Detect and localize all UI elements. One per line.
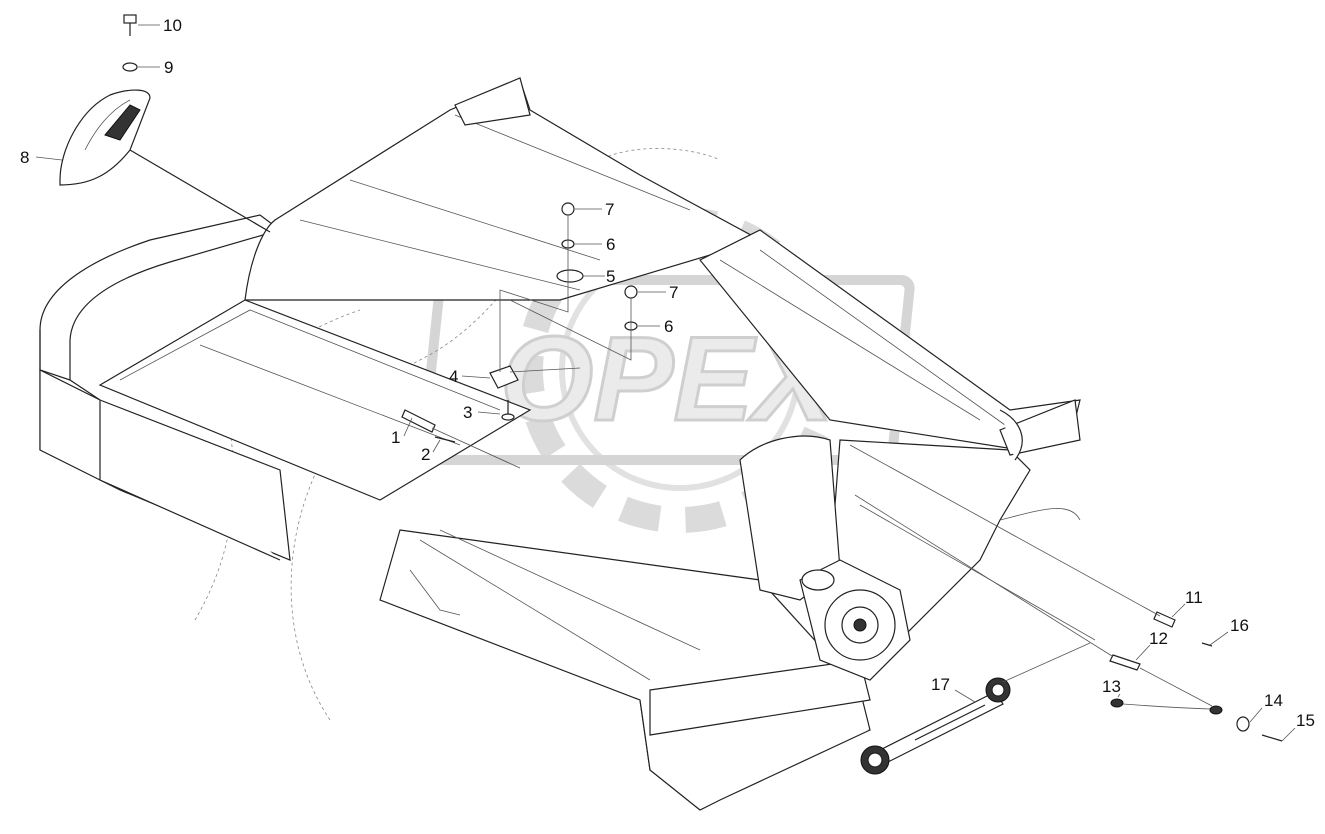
part-2-clip (434, 436, 456, 443)
part-7b-nut (624, 285, 638, 299)
callout-3: 3 (463, 403, 472, 422)
callout-9: 9 (164, 58, 173, 77)
part-10-bolt (123, 14, 137, 36)
callout-10: 10 (163, 16, 182, 35)
callout-16: 16 (1230, 616, 1249, 635)
part-4-bracket (489, 365, 519, 389)
callouts: 1 2 3 4 5 6 6 7 7 8 9 10 11 12 13 14 15 … (20, 16, 1315, 730)
callout-12: 12 (1149, 629, 1168, 648)
part-14-washer (1236, 716, 1250, 732)
callout-11: 11 (1185, 588, 1203, 607)
gearbox (799, 559, 911, 681)
callout-6b: 6 (664, 317, 673, 336)
callout-7a: 7 (605, 200, 614, 219)
callout-7b: 7 (669, 283, 678, 302)
callout-5: 5 (606, 267, 615, 286)
part-5-washer (556, 269, 584, 283)
callout-13: 13 (1102, 677, 1121, 696)
part-8-cover (59, 89, 151, 186)
callout-14: 14 (1264, 691, 1283, 710)
part-16-clip (1201, 642, 1213, 647)
callout-1: 1 (391, 428, 400, 447)
machine-housing (39, 77, 1081, 811)
part-17-cylinder (860, 677, 1011, 775)
part-1-pin (401, 409, 436, 433)
callout-15: 15 (1296, 711, 1315, 730)
part-15-pin (1261, 734, 1283, 742)
callout-8: 8 (20, 148, 29, 167)
callout-2: 2 (421, 445, 430, 464)
callout-4: 4 (449, 367, 458, 386)
parts (59, 14, 1283, 775)
callout-17: 17 (931, 675, 950, 694)
part-3-bolt (501, 400, 515, 421)
leader-lines (35, 24, 1296, 742)
assembly-lines (129, 149, 1213, 707)
part-12-pin (1109, 654, 1141, 671)
part-9-washer (122, 62, 138, 72)
part-13-cable (1110, 698, 1223, 715)
callout-6a: 6 (606, 235, 615, 254)
part-7a-nut (561, 202, 575, 216)
